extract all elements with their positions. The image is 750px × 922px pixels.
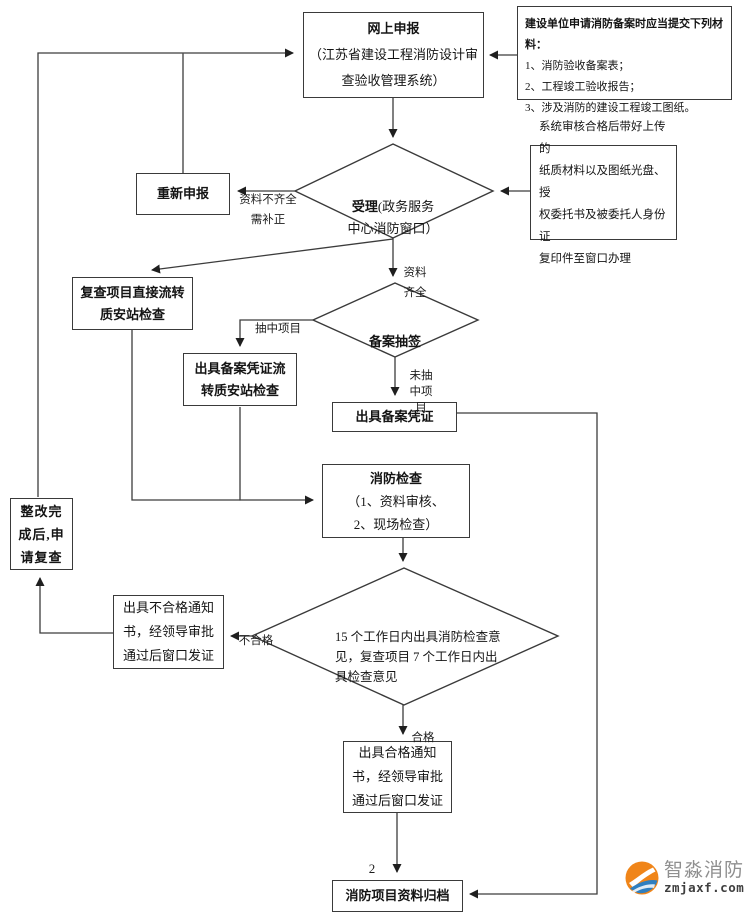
brand-name: 智淼消防 bbox=[664, 860, 745, 882]
accept-diamond bbox=[293, 143, 495, 239]
materials-item-1: 1、消防验收备案表； bbox=[525, 60, 630, 72]
node-online-declare-body: （江苏省建设工程消防设计审 查验收管理系统） bbox=[308, 47, 478, 88]
lottery-diamond-text: 备案抽签 bbox=[335, 309, 455, 353]
deadline-label: 15 个工作日内出具消防检查意 见，复查项目 7 个工作日内出 具检查意见 bbox=[335, 630, 501, 684]
edge-label-fail: 不合格 bbox=[238, 635, 274, 647]
node-redeclare-label: 重新申报 bbox=[156, 186, 209, 201]
node-archive-label: 消防项目资料归档 bbox=[345, 888, 450, 903]
accept-title: 受理 bbox=[351, 199, 378, 214]
materials-item-3: 3、涉及消防的建设工程竣工图纸。 bbox=[525, 102, 696, 114]
node-voucher-flow-label: 出具备案凭证流 转质安站检查 bbox=[194, 360, 286, 398]
node-rectify-label: 整改完 成后,申 请复查 bbox=[18, 503, 65, 565]
lottery-diamond bbox=[311, 282, 480, 358]
node-redeclare: 重新申报 bbox=[136, 173, 230, 215]
accept-diamond-text: 受理(政务服务 中心消防窗口） bbox=[313, 174, 473, 240]
node-online-declare: 网上申报 （江苏省建设工程消防设计审 查验收管理系统） bbox=[303, 12, 484, 98]
node-pass-notice: 出具合格通知 书，经领导审批 通过后窗口发证 bbox=[343, 741, 452, 813]
brand-domain: zmjaxf.com bbox=[664, 880, 745, 896]
node-materials-note: 建设单位申请消防备案时应当提交下列材料： 1、消防验收备案表； 2、工程竣工验收… bbox=[517, 6, 732, 114]
brand-logo-icon bbox=[625, 861, 659, 895]
node-fail-notice-label: 出具不合格通知 书，经领导审批 通过后窗口发证 bbox=[122, 600, 214, 663]
node-rectify: 整改完 成后,申 请复查 bbox=[10, 498, 73, 570]
node-voucher-label: 出具备案凭证 bbox=[355, 409, 434, 424]
edge-label-pass: 合格 bbox=[411, 732, 435, 744]
lottery-label: 备案抽签 bbox=[368, 334, 421, 349]
materials-header: 建设单位申请消防备案时应当提交下列材料： bbox=[525, 18, 723, 51]
node-voucher-flow: 出具备案凭证流 转质安站检查 bbox=[183, 353, 297, 406]
node-fail-notice: 出具不合格通知 书，经领导审批 通过后窗口发证 bbox=[113, 595, 224, 669]
node-fire-check-title: 消防检查 bbox=[369, 470, 422, 486]
node-fire-check: 消防检查 （1、资料审核、 2、现场检查） bbox=[322, 464, 470, 538]
node-pass-notice-label: 出具合格通知 书，经领导审批 通过后窗口发证 bbox=[351, 745, 443, 808]
node-recheck-direct: 复查项目直接流转 质安站检查 bbox=[72, 277, 193, 330]
node-online-declare-title: 网上申报 bbox=[367, 21, 420, 36]
system-audit-text: 系统审核合格后带好上传的 纸质材料以及图纸光盘、授 权委托书及被委托人身份证 复… bbox=[539, 120, 666, 265]
node-archive: 消防项目资料归档 bbox=[332, 880, 463, 912]
deadline-diamond bbox=[250, 567, 560, 706]
edge-label-picked: 抽中项目 bbox=[255, 323, 301, 335]
edge-label-complete: 资料 齐全 bbox=[403, 267, 427, 299]
edge-label-incomplete: 资料不齐全 需补正 bbox=[239, 194, 297, 226]
node-voucher: 出具备案凭证 bbox=[332, 402, 457, 432]
materials-item-2: 2、工程竣工验收报告； bbox=[525, 81, 641, 93]
brand-watermark: 智淼消防 zmjaxf.com bbox=[624, 860, 744, 896]
accept-body: (政务服务 中心消防窗口） bbox=[347, 199, 439, 236]
edge-label-not-picked: 未抽 中项 目 bbox=[409, 370, 433, 414]
page-number: 2 bbox=[368, 861, 376, 876]
deadline-diamond-text: 15 个工作日内出具消防检查意 见，复查项目 7 个工作日内出 具检查意见 bbox=[335, 607, 550, 687]
node-fire-check-body: （1、资料审核、 2、现场检查） bbox=[347, 493, 445, 532]
node-system-audit-note: 系统审核合格后带好上传的 纸质材料以及图纸光盘、授 权委托书及被委托人身份证 复… bbox=[530, 121, 677, 265]
node-recheck-direct-label: 复查项目直接流转 质安站检查 bbox=[80, 284, 185, 322]
